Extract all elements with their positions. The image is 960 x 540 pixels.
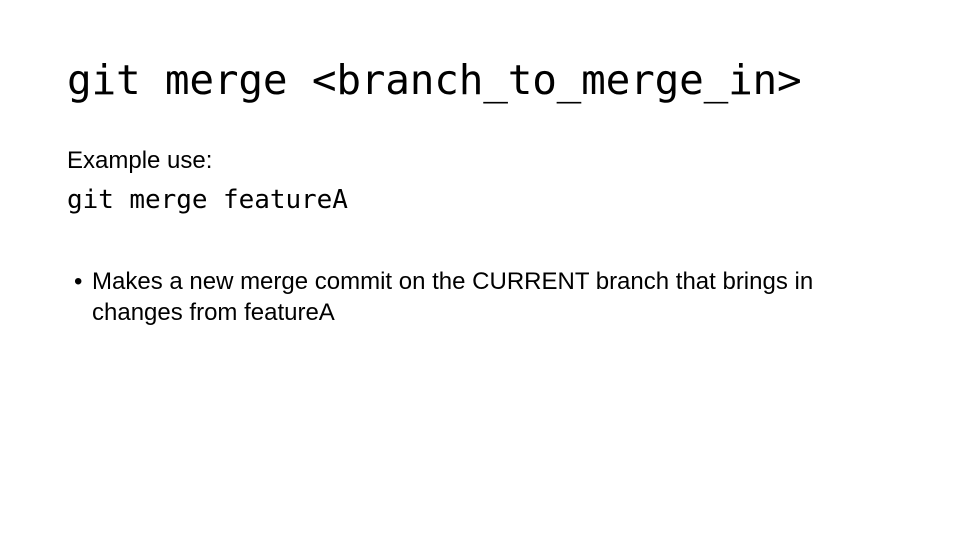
example-block: Example use: git merge featureA xyxy=(67,146,887,216)
bullet-item-label: Makes a new merge commit on the CURRENT … xyxy=(92,268,814,326)
list-item: • Makes a new merge commit on the CURREN… xyxy=(67,266,867,328)
example-use-label: Example use: xyxy=(67,147,213,174)
bullet-point-icon: • xyxy=(74,268,83,295)
page-title: git merge <branch_to_merge_in> xyxy=(67,56,802,104)
example-command-text: git merge featureA xyxy=(67,185,348,215)
bullet-list: • Makes a new merge commit on the CURREN… xyxy=(67,266,867,328)
